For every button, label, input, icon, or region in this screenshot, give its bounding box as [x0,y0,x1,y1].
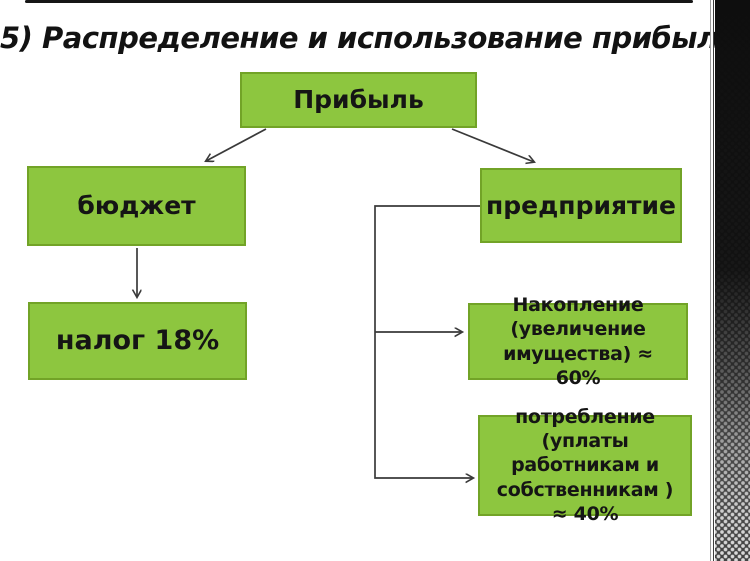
node-budget: бюджет [27,166,246,246]
node-enterprise: предприятие [480,168,682,243]
slide-title: 5) Распределение и использование прибыли [0,21,738,55]
node-profit-label: Прибыль [293,85,424,114]
node-accumulation-label: Накопление (увеличение имущества) ≈ 60% [503,293,653,389]
node-tax-label: налог 18% [55,324,220,356]
right-edge-groove-line [710,0,714,561]
node-tax: налог 18% [28,302,247,380]
node-consumption: потребление (уплаты работникам и собстве… [478,406,692,525]
node-profit: Прибыль [240,72,477,128]
node-accumulation: Накопление (увеличение имущества) ≈ 60% [468,294,688,389]
arrow-profit-to-enterprise [451,128,534,162]
node-enterprise-label: предприятие [485,190,676,220]
top-edge-bar [25,0,693,3]
node-budget-label: бюджет [77,191,196,220]
arrow-profit-to-budget [206,128,267,161]
node-consumption-label: потребление (уплаты работникам и собстве… [496,405,674,525]
right-edge-halftone-texture [715,0,750,561]
arrow-enterprise-to-consumption [374,205,480,478]
